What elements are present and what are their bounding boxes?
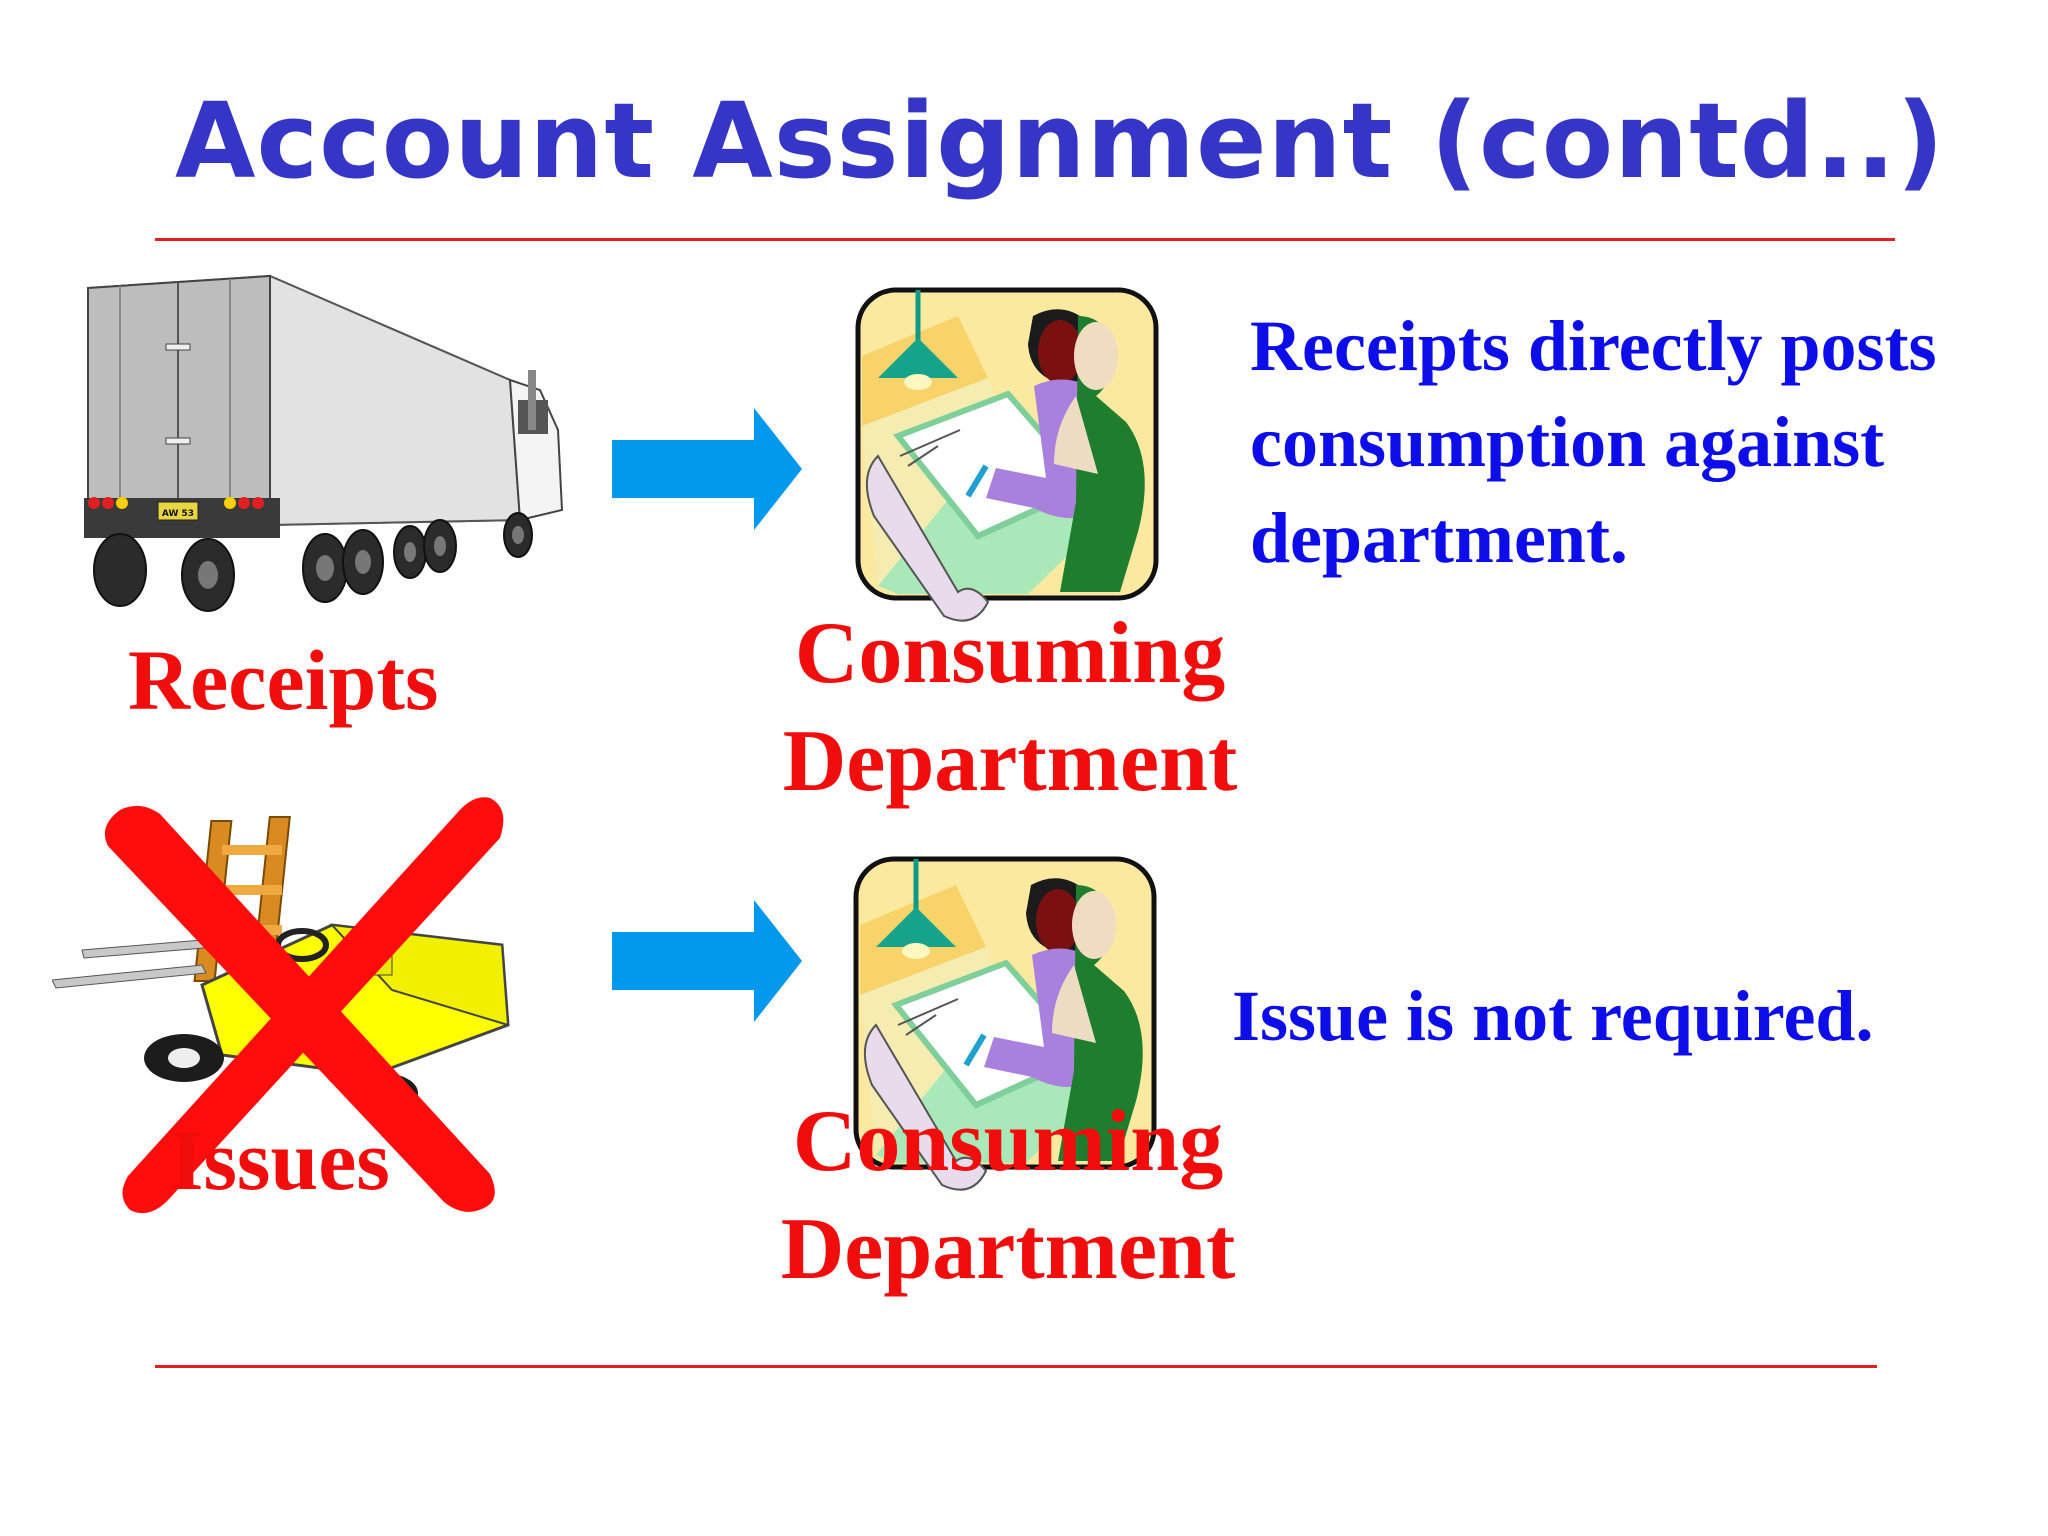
receipts-label: Receipts <box>128 632 439 728</box>
slide-title: Account Assignment (contd..) <box>175 80 1945 202</box>
arrow-right-icon <box>612 408 802 530</box>
label-line-1: Consuming <box>792 1093 1224 1190</box>
truck-icon: AW 53 <box>84 274 564 612</box>
issues-label: Issues <box>170 1112 390 1208</box>
drafting-workers-icon <box>855 287 1159 622</box>
label-line-2: Department <box>782 713 1238 810</box>
license-plate: AW 53 <box>162 509 194 519</box>
consuming-department-label: Consuming Department <box>750 600 1270 816</box>
bottom-divider <box>155 1365 1877 1368</box>
drafting-workers-icon <box>853 856 1157 1191</box>
arrow-right-icon <box>612 900 802 1022</box>
issues-description: Issue is not required. <box>1232 976 1874 1056</box>
label-line-1: Consuming <box>794 605 1226 702</box>
consuming-department-label: Consuming Department <box>748 1088 1268 1304</box>
label-line-2: Department <box>780 1201 1236 1298</box>
top-divider <box>155 238 1895 241</box>
red-x-icon <box>104 797 504 1214</box>
receipts-description: Receipts directly posts consumption agai… <box>1250 306 1937 578</box>
